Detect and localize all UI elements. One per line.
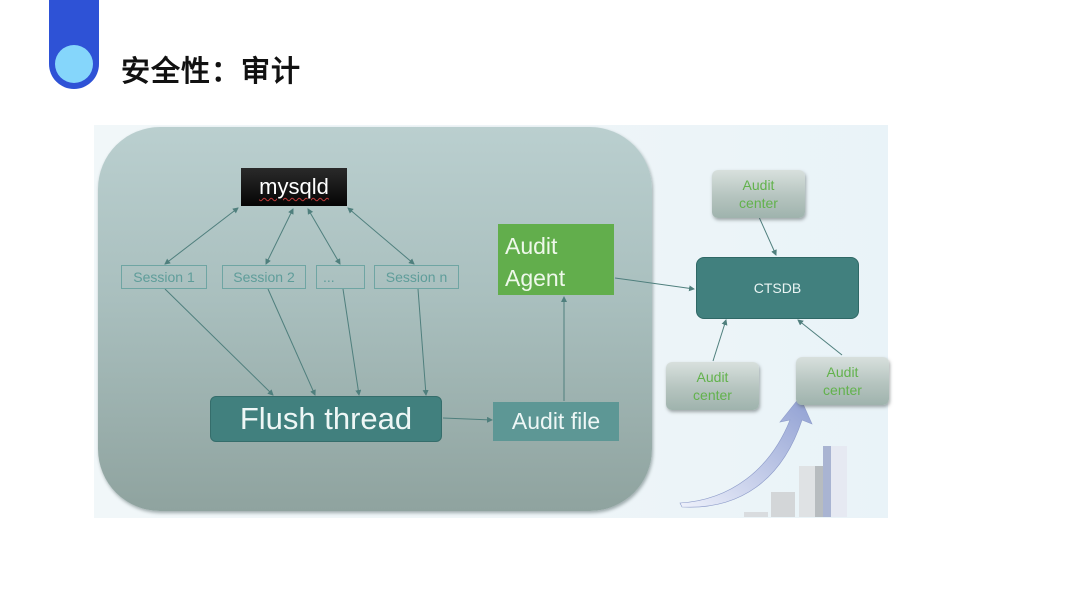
audit-center-label-line2: center	[739, 195, 778, 211]
edge-flush-auditfile	[442, 416, 493, 423]
audit-center-label-line2: center	[823, 382, 862, 398]
audit-center-label-line1: Audit	[742, 177, 775, 193]
growth-bar-4-shade	[823, 446, 831, 517]
session-label: Session 2	[233, 269, 295, 285]
growth-arrow-icon	[679, 396, 813, 508]
session-label: Session n	[385, 269, 448, 285]
mysql-server-panel	[98, 127, 652, 511]
flush-thread-label: Flush thread	[239, 401, 413, 436]
session-node-ellipsis: ...	[316, 265, 365, 289]
session-node-n: Session n	[374, 265, 459, 289]
audit-center-node-right: Audit center	[796, 357, 889, 405]
edge-center-right-ctsdb	[797, 319, 843, 356]
mysqld-label: mysqld	[259, 174, 329, 199]
ctsdb-label: CTSDB	[753, 280, 802, 296]
audit-agent-label-line1: Audit	[505, 233, 558, 259]
audit-file-label: Audit file	[511, 408, 601, 434]
audit-center-node-left: Audit center	[666, 362, 759, 410]
mysqld-node: mysqld	[241, 168, 347, 206]
audit-agent-node: Audit Agent	[498, 224, 614, 295]
edge-mysqld-sessionn	[347, 207, 415, 265]
edge-sessionn-flush	[417, 288, 429, 396]
growth-bar-1	[744, 512, 768, 517]
audit-center-node-top: Audit center	[712, 170, 805, 218]
audit-file-node: Audit file	[493, 402, 619, 441]
session-node-1: Session 1	[121, 265, 207, 289]
edge-ellipsis-flush	[342, 288, 362, 396]
edge-session1-flush	[164, 288, 274, 396]
edge-mysqld-ellipsis	[307, 208, 341, 265]
audit-center-label-line2: center	[693, 387, 732, 403]
audit-center-label-line1: Audit	[696, 369, 729, 385]
title-accent-dot	[55, 45, 93, 83]
edge-center-top-ctsdb	[758, 216, 777, 256]
edge-center-left-ctsdb	[712, 319, 728, 362]
ctsdb-node: CTSDB	[696, 257, 859, 319]
growth-bar-2	[771, 492, 795, 517]
edge-mysqld-session1	[164, 207, 239, 265]
session-label: Session 1	[133, 269, 195, 285]
flush-thread-node: Flush thread	[210, 396, 442, 442]
edge-session2-flush	[267, 288, 316, 396]
audit-agent-label-line2: Agent	[505, 265, 566, 291]
edge-agent-ctsdb	[614, 277, 695, 292]
slide-title: 安全性：审计	[121, 54, 302, 88]
session-node-2: Session 2	[222, 265, 306, 289]
session-label: ...	[323, 269, 335, 285]
edge-mysqld-session2	[265, 208, 294, 265]
growth-bar-3-shade	[815, 466, 823, 517]
audit-center-label-line1: Audit	[826, 364, 859, 380]
growth-chart-icon	[744, 446, 847, 517]
